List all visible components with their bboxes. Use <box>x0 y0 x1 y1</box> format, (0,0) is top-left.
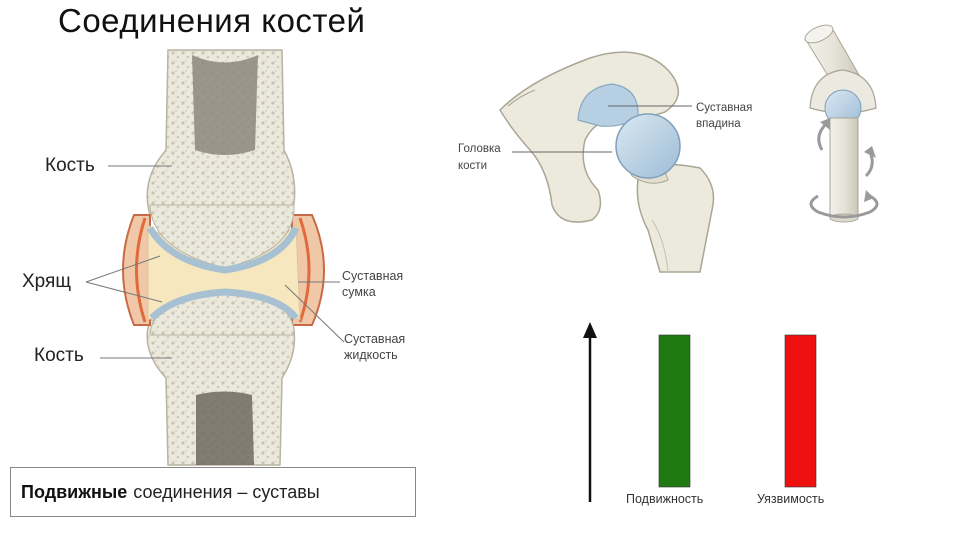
label-joint-fluid: Суставная жидкость <box>344 331 405 363</box>
knee-joint-diagram <box>85 49 345 466</box>
label-bone-head-line1: Головка <box>458 143 501 155</box>
label-joint-fluid-line2: жидкость <box>344 348 398 362</box>
hip-joint-diagram <box>499 51 715 273</box>
bar-label-mobility: Подвижность <box>626 492 704 506</box>
label-bone-head: Головка кости <box>458 141 501 175</box>
page-title: Соединения костей <box>58 2 366 39</box>
ball-socket-model <box>804 24 879 223</box>
label-socket: Суставная впадина <box>696 100 752 132</box>
caption-bold: Подвижные <box>21 481 128 502</box>
label-joint-fluid-line1: Суставная <box>344 332 406 346</box>
label-socket-line2: впадина <box>696 118 741 130</box>
label-joint-capsule: Суставная сумка <box>342 268 403 300</box>
label-joint-capsule-line1: Суставная <box>342 269 404 283</box>
label-joint-capsule-line2: сумка <box>342 285 376 299</box>
label-bone-head-line2: кости <box>458 160 487 172</box>
label-socket-line1: Суставная <box>696 102 753 114</box>
bar-mobility <box>658 334 691 488</box>
comparison-bars <box>658 334 817 488</box>
bar-vulnerability <box>784 334 817 488</box>
bar-label-vulnerability: Уязвимость <box>757 492 825 506</box>
label-cartilage: Хрящ <box>22 271 71 292</box>
label-bone-bottom: Кость <box>34 345 84 366</box>
label-bone-top: Кость <box>45 155 95 176</box>
caption-text: соединения – суставы <box>133 481 320 502</box>
caption-box: Подвижные соединения – суставы <box>10 467 416 517</box>
comparison-axis <box>583 322 597 502</box>
